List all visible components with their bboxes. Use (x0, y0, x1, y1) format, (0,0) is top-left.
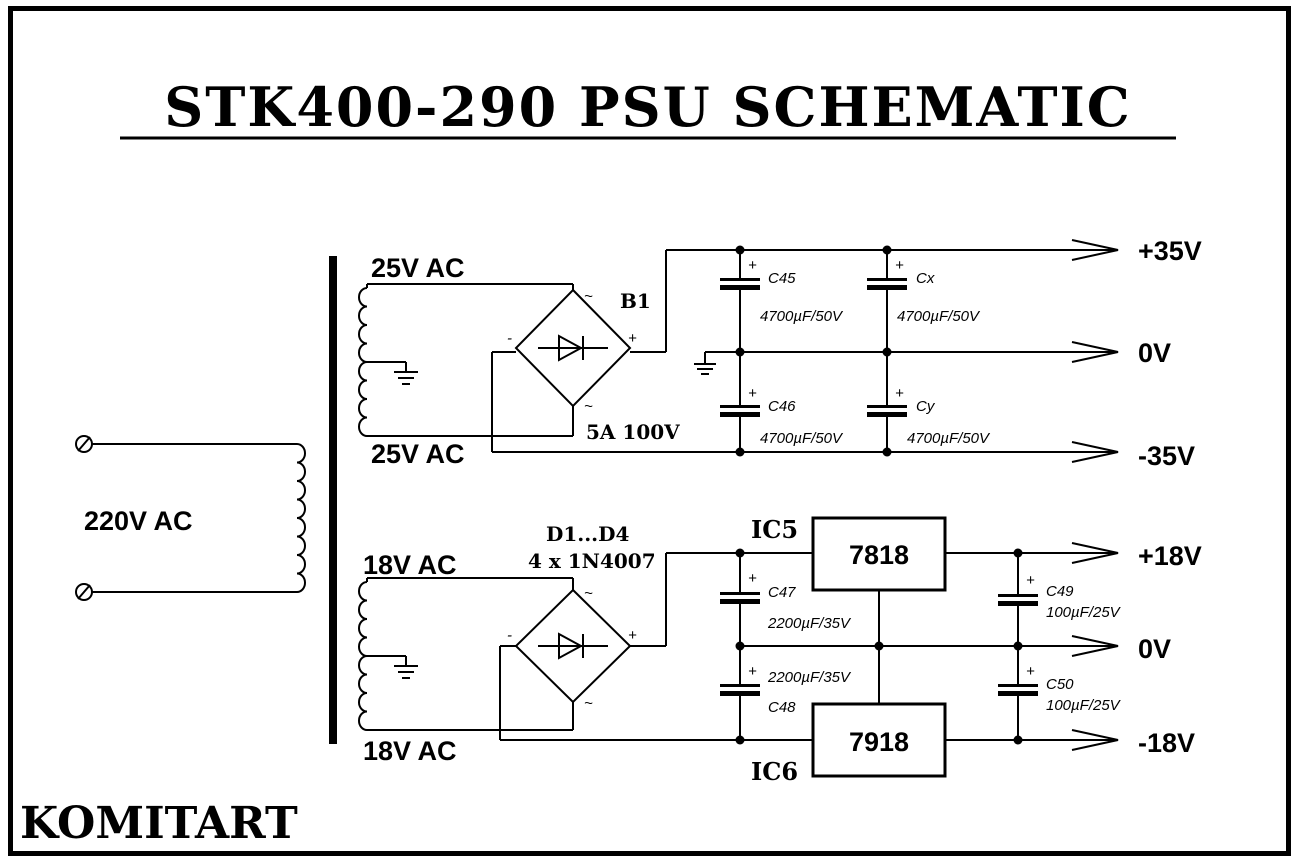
c50-value: 100µF/25V (1046, 697, 1122, 714)
c48-value: 2200µF/35V (767, 669, 852, 686)
c47-plus: + (748, 570, 757, 587)
b1-plus-pin: + (628, 330, 637, 347)
secondary-winding-25v (358, 283, 574, 437)
d1d4-parts: 4 x 1N4007 (528, 549, 656, 573)
d1d4-label: D1...D4 (546, 522, 629, 546)
c48-name: C48 (768, 699, 796, 716)
regulator-7918-box (811, 702, 947, 778)
upper-rails (492, 239, 1119, 463)
c49-value: 100µF/25V (1046, 604, 1122, 621)
d1d4-plus-pin: + (628, 627, 637, 644)
cx-value: 4700µF/50V (897, 308, 981, 325)
c49-name: C49 (1046, 583, 1074, 600)
primary-winding (75, 435, 306, 601)
c47-value: 2200µF/35V (767, 615, 852, 632)
d1d4-minus-pin: - (507, 627, 512, 644)
secondary-18v-top-label: 18V AC (363, 550, 457, 580)
output-plus18v: +18V (1138, 541, 1202, 571)
ic5-label: IC5 (751, 515, 798, 544)
output-minus35v: -35V (1138, 441, 1195, 471)
cy-plus: + (895, 385, 904, 402)
cy-name: Cy (916, 398, 936, 415)
cx-plus: + (895, 257, 904, 274)
c50-name: C50 (1046, 676, 1074, 693)
ic6-label: IC6 (751, 757, 798, 786)
b1-minus-pin: - (507, 330, 512, 347)
c49-plus: + (1026, 572, 1035, 589)
c50-plus: + (1026, 663, 1035, 680)
bridge-rectifier-d1-d4 (499, 588, 666, 740)
c45-plus: + (748, 257, 757, 274)
d1d4-ac-pin-bottom: ~ (584, 695, 593, 712)
c46-value: 4700µF/50V (760, 430, 844, 447)
c47-name: C47 (768, 584, 796, 601)
border-frame (8, 6, 1291, 856)
c45-value: 4700µF/50V (760, 308, 844, 325)
secondary-winding-18v (358, 577, 574, 731)
c46-plus: + (748, 385, 757, 402)
cx-name: Cx (916, 270, 935, 287)
brand-logo-text: KOMITART (20, 798, 298, 849)
output-plus35v: +35V (1138, 236, 1202, 266)
b1-rating: 5A 100V (586, 420, 680, 444)
b1-ac-pin-bottom: ~ (584, 398, 593, 415)
c48-plus: + (748, 663, 757, 680)
c45-name: C45 (768, 270, 796, 287)
secondary-25v-top-label: 25V AC (371, 253, 465, 283)
d1d4-ac-pin-top: ~ (584, 585, 593, 602)
c46-name: C46 (768, 398, 796, 415)
output-minus18v: -18V (1138, 728, 1195, 758)
cy-value: 4700µF/50V (907, 430, 991, 447)
secondary-18v-bottom-label: 18V AC (363, 736, 457, 766)
regulator-7918-part: 7918 (849, 727, 909, 757)
regulator-7818-part: 7818 (849, 540, 909, 570)
lower-rails (500, 516, 1119, 778)
primary-voltage-label: 220V AC (84, 506, 193, 536)
secondary-25v-bottom-label: 25V AC (371, 439, 465, 469)
regulator-7818-box (811, 516, 947, 592)
page-title: STK400-290 PSU SCHEMATIC (164, 75, 1132, 139)
output-0v-upper: 0V (1138, 338, 1171, 368)
bridge-rectifier-b1 (491, 288, 666, 452)
b1-label: B1 (620, 289, 651, 313)
b1-ac-pin-top: ~ (584, 288, 593, 305)
output-0v-lower: 0V (1138, 634, 1171, 664)
